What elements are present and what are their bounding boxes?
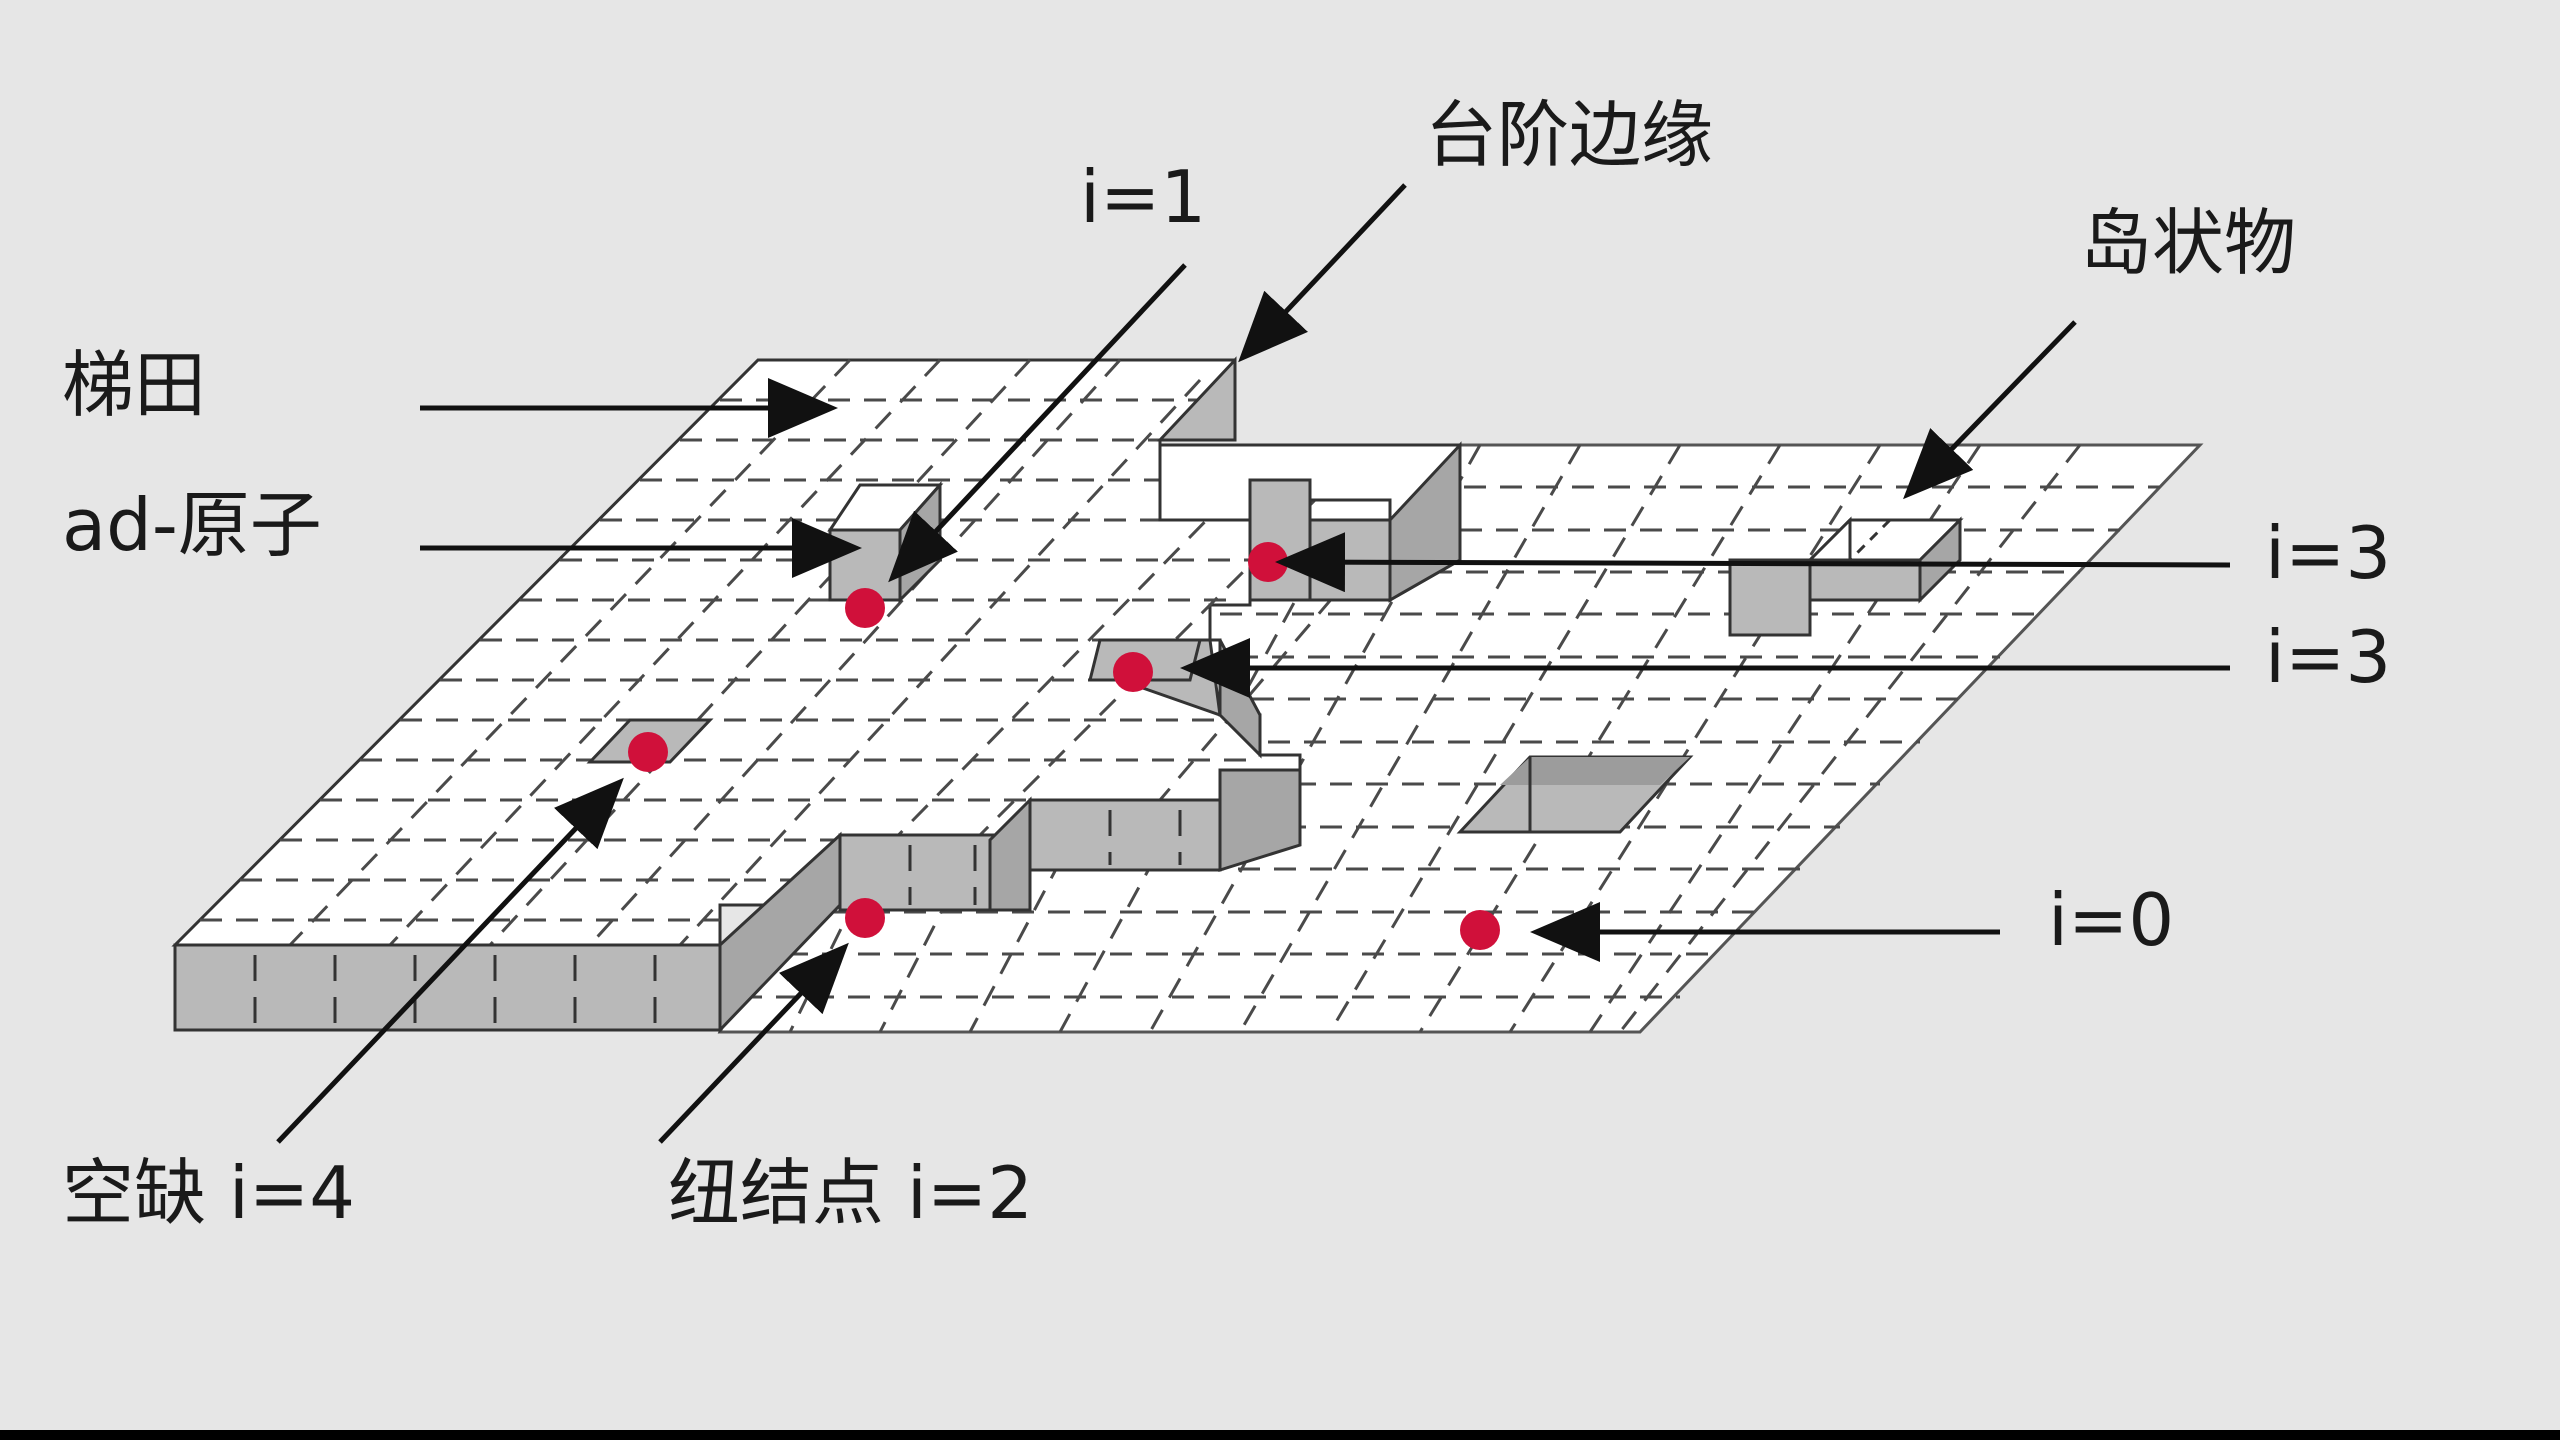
- atom-terrace-i0: [1460, 910, 1500, 950]
- labels: 台阶边缘 i=1 岛状物 梯田 ad-原子 i=3 i=3 i=0 空缺 i=4…: [62, 93, 2391, 1235]
- label-island: 岛状物: [2080, 201, 2296, 285]
- label-kink: 纽结点 i=2: [668, 1151, 1033, 1235]
- arrow-vacancy: [276, 777, 624, 1144]
- arrow-i3-top: [1275, 532, 2231, 593]
- bottom-border: [0, 1430, 2560, 1440]
- atom-vacancy: [628, 732, 668, 772]
- atom-kink: [845, 898, 885, 938]
- atom-step-i3-top: [1248, 542, 1288, 582]
- label-terrace: 梯田: [62, 343, 206, 427]
- label-i3-bottom: i=3: [2265, 615, 2391, 699]
- arrows: [276, 183, 2231, 1144]
- label-adatom: ad-原子: [62, 483, 322, 567]
- lower-vacancy-pit: [1456, 755, 1694, 834]
- arrow-kink: [658, 942, 849, 1144]
- label-step-edge: 台阶边缘: [1425, 93, 1713, 177]
- atom-adatom: [845, 588, 885, 628]
- front-step-face: [173, 943, 722, 1032]
- label-i1: i=1: [1080, 155, 1206, 239]
- arrow-i1: [888, 263, 1187, 583]
- arrow-island: [1903, 320, 2077, 500]
- label-i3-top: i=3: [2265, 511, 2391, 595]
- label-i0: i=0: [2048, 878, 2174, 962]
- label-vacancy: 空缺 i=4: [62, 1151, 355, 1235]
- atom-step-i3-bottom: [1113, 652, 1153, 692]
- arrow-step-edge: [1238, 183, 1407, 363]
- island-block: [1728, 516, 1964, 637]
